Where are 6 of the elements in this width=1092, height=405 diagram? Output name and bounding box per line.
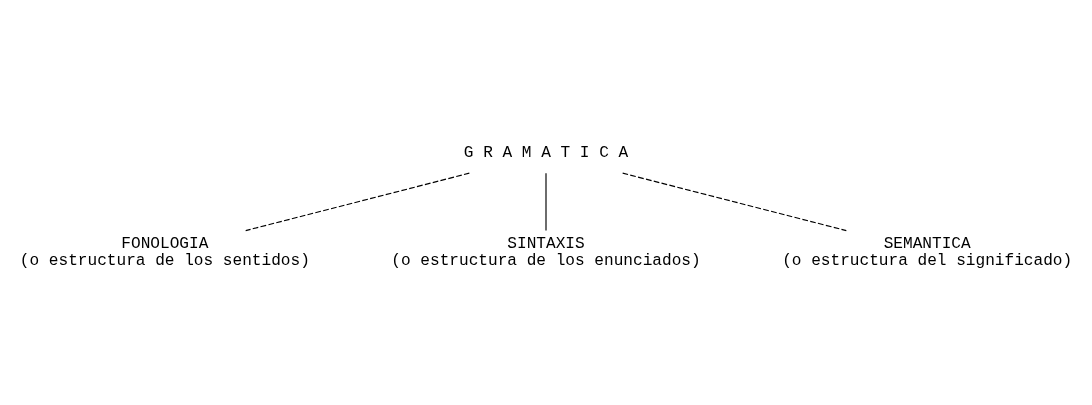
- node-text: G R A M A T I C A: [463, 143, 629, 162]
- node-text: SINTAXIS (o estructura de los enunciados): [391, 234, 701, 270]
- node-text: SEMANTICA (o estructura del significado): [782, 234, 1073, 270]
- connector: [622, 172, 847, 231]
- connector: [245, 172, 470, 231]
- node-text: FONOLOGIA (o estructura de los sentidos): [19, 234, 310, 270]
